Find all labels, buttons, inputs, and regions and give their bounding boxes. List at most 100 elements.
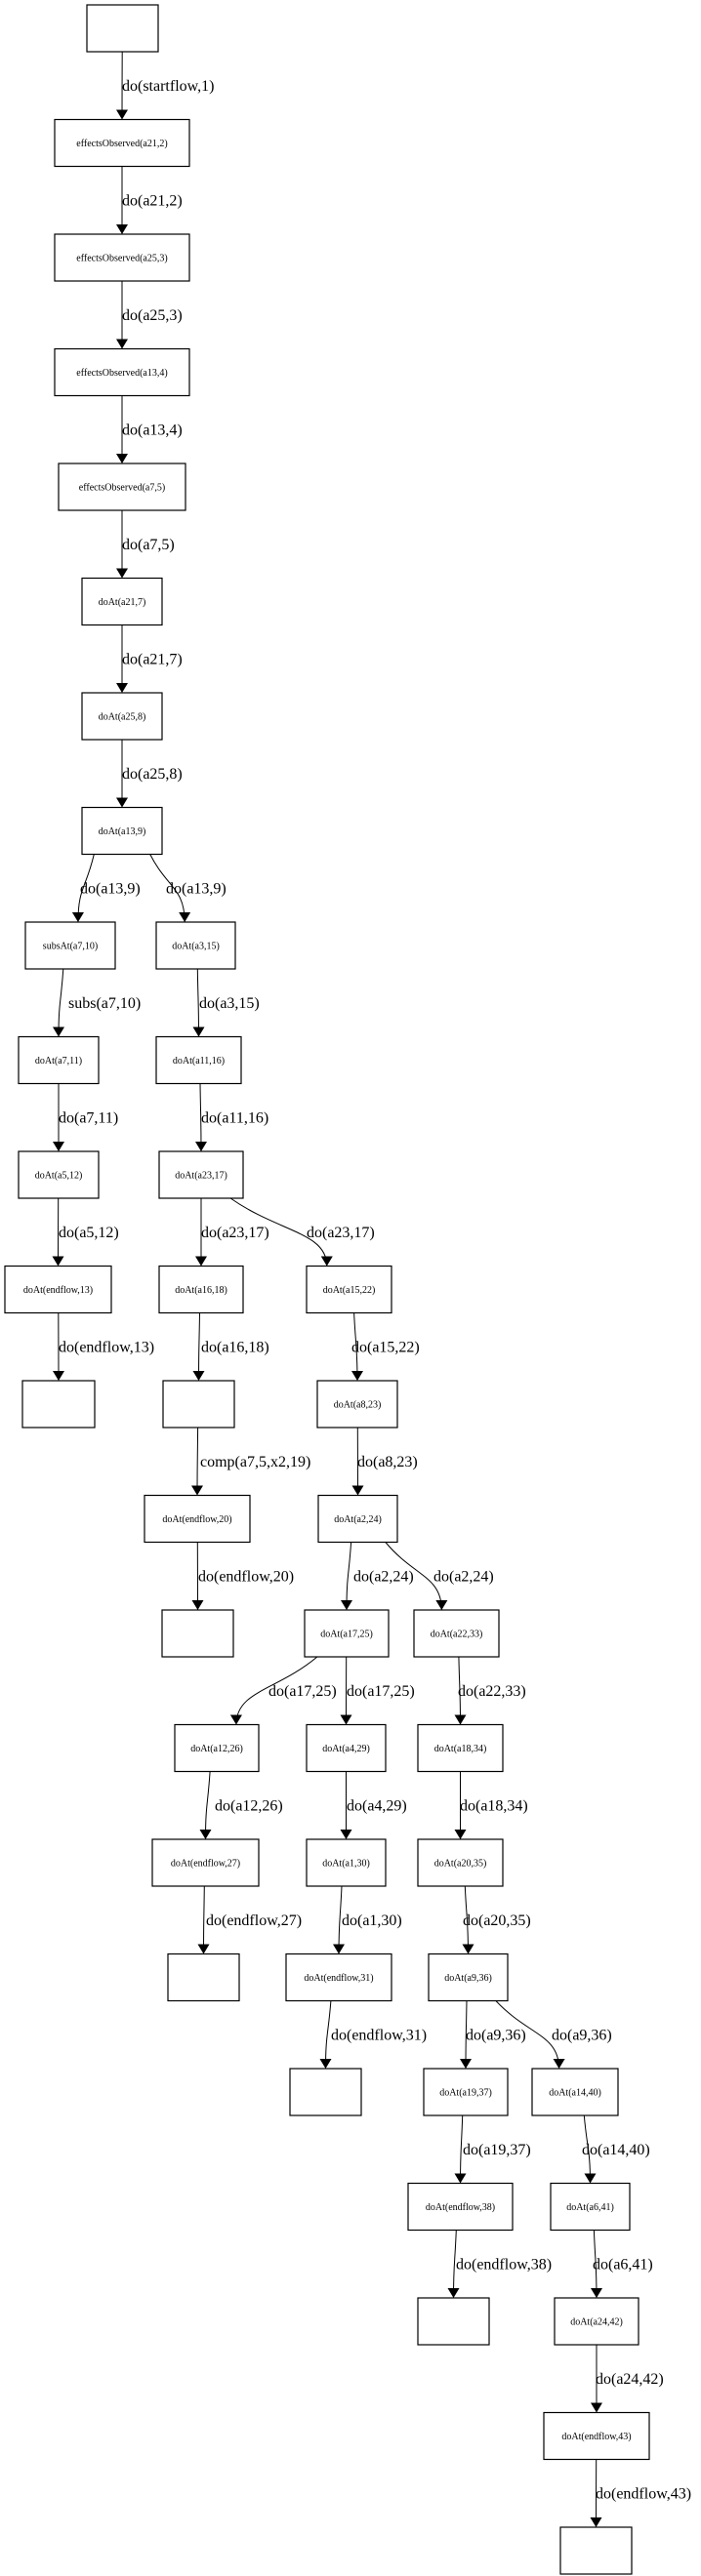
state-node[interactable]: doAt(endflow,27) <box>151 1838 260 1887</box>
edge-arrow <box>53 968 65 1037</box>
node-label: doAt(a12,26) <box>190 1744 243 1754</box>
edge-arrow <box>192 1312 205 1382</box>
edge-arrow <box>460 2000 473 2070</box>
state-node[interactable]: subsAt(a7,10) <box>24 921 116 970</box>
node-box <box>289 2068 362 2116</box>
terminal-node[interactable] <box>417 2297 490 2346</box>
state-node[interactable]: doAt(a5,12) <box>18 1150 100 1199</box>
node-label: doAt(endflow,38) <box>426 2202 495 2213</box>
edge-label: do(a3,15) <box>199 995 260 1012</box>
terminal-node[interactable] <box>162 1380 235 1429</box>
node-label: doAt(a15,22) <box>323 1285 376 1296</box>
edge-label: do(a2,24) <box>353 1569 414 1586</box>
node-box <box>54 233 190 282</box>
state-node[interactable]: doAt(a21,7) <box>81 577 163 626</box>
edge-label: do(a13,4) <box>122 423 183 439</box>
node-box <box>174 1723 260 1773</box>
edge-label: do(a13,9) <box>166 881 227 898</box>
state-node[interactable]: doAt(a19,37) <box>423 2068 509 2116</box>
terminal-node[interactable] <box>21 1380 96 1429</box>
state-node[interactable]: doAt(a1,30) <box>306 1838 387 1887</box>
edges-layer: do(startflow,1)do(a21,2)do(a25,3)do(a13,… <box>52 51 691 2528</box>
state-node[interactable]: doAt(a4,29) <box>306 1723 387 1773</box>
state-node[interactable]: doAt(a9,36) <box>428 1952 509 2002</box>
state-node[interactable]: doAt(a8,23) <box>316 1380 398 1429</box>
state-node[interactable]: doAt(a2,24) <box>317 1494 398 1544</box>
node-box <box>158 1150 244 1199</box>
state-node[interactable]: doAt(endflow,31) <box>285 1952 392 2002</box>
state-node[interactable]: doAt(a22,33) <box>413 1609 500 1658</box>
edge-label: do(a9,36) <box>552 2028 612 2044</box>
edge-arrow <box>583 2114 597 2184</box>
state-node[interactable]: doAt(endflow,38) <box>407 2182 514 2232</box>
edge-label: do(endflow,13) <box>59 1340 154 1356</box>
node-label: doAt(a9,36) <box>444 1973 492 1984</box>
state-node[interactable]: doAt(a12,26) <box>174 1723 260 1773</box>
edge-label: do(a22,33) <box>458 1683 526 1700</box>
edge-label: do(a24,42) <box>596 2371 664 2388</box>
state-node[interactable]: doAt(a23,17) <box>158 1150 244 1199</box>
state-node[interactable]: doAt(a3,15) <box>155 921 236 970</box>
terminal-node[interactable] <box>161 1609 234 1658</box>
node-box <box>407 2182 514 2232</box>
terminal-node[interactable] <box>559 2526 633 2575</box>
state-node[interactable]: doAt(a6,41) <box>550 2182 631 2232</box>
node-box <box>285 1952 392 2002</box>
state-node[interactable]: effectsObserved(a7,5) <box>58 463 186 511</box>
state-node[interactable]: doAt(endflow,20) <box>144 1494 251 1544</box>
edge-label: do(a7,5) <box>122 537 175 553</box>
edge-label: do(a25,3) <box>122 307 183 324</box>
edge-arrow <box>71 854 95 923</box>
node-box <box>155 1035 242 1085</box>
node-label: doAt(endflow,13) <box>23 1285 93 1296</box>
edge-label: do(a6,41) <box>593 2257 653 2274</box>
node-box <box>155 921 236 970</box>
edge-arrow <box>385 1542 448 1611</box>
state-node[interactable]: doAt(a20,35) <box>417 1838 504 1887</box>
terminal-node[interactable] <box>289 2068 362 2116</box>
state-node[interactable]: doAt(endflow,43) <box>543 2411 650 2461</box>
node-box <box>417 1723 504 1773</box>
edge-label: do(a17,25) <box>347 1683 415 1700</box>
edge-label: do(startflow,1) <box>122 78 215 95</box>
node-label: doAt(a13,9) <box>99 826 146 837</box>
state-node[interactable]: effectsObserved(a21,2) <box>54 118 190 168</box>
node-box <box>162 1380 235 1429</box>
state-node[interactable]: doAt(a16,18) <box>158 1265 244 1314</box>
node-label: doAt(a24,42) <box>570 2317 623 2328</box>
edge-label: do(endflow,38) <box>456 2257 552 2274</box>
terminal-node[interactable] <box>86 4 159 53</box>
node-box <box>86 4 159 53</box>
state-node[interactable]: doAt(a13,9) <box>81 806 163 856</box>
node-label: doAt(a5,12) <box>35 1171 83 1182</box>
edge-label: subs(a7,10) <box>68 995 141 1012</box>
edge-label: do(a23,17) <box>307 1225 375 1241</box>
state-node[interactable]: effectsObserved(a25,3) <box>54 233 190 282</box>
state-node[interactable]: doAt(a24,42) <box>554 2297 639 2346</box>
state-node[interactable]: doAt(endflow,13) <box>4 1265 112 1314</box>
terminal-node[interactable] <box>167 1952 240 2002</box>
node-box <box>413 1609 500 1658</box>
node-box <box>81 692 163 741</box>
node-label: doAt(a21,7) <box>99 597 146 608</box>
node-box <box>559 2526 633 2575</box>
node-label: doAt(a3,15) <box>172 942 220 952</box>
node-label: doAt(a22,33) <box>431 1630 483 1640</box>
node-label: doAt(a16,18) <box>175 1285 227 1296</box>
edge-label: do(endflow,27) <box>206 1912 302 1929</box>
state-node[interactable]: doAt(a25,8) <box>81 692 163 741</box>
node-label: effectsObserved(a13,4) <box>76 368 167 379</box>
edge-arrow <box>341 1542 353 1611</box>
node-box <box>24 921 116 970</box>
edge-label: do(a15,22) <box>351 1340 420 1356</box>
edge-label: do(a13,9) <box>80 881 141 898</box>
edge-label: do(a21,7) <box>122 652 183 668</box>
state-node[interactable]: effectsObserved(a13,4) <box>54 347 190 397</box>
state-node[interactable]: doAt(a14,40) <box>531 2068 619 2116</box>
state-node[interactable]: doAt(a7,11) <box>18 1035 100 1085</box>
state-node[interactable]: doAt(a17,25) <box>304 1609 390 1658</box>
state-node[interactable]: doAt(a18,34) <box>417 1723 504 1773</box>
state-node[interactable]: doAt(a15,22) <box>306 1265 392 1314</box>
edge-label: do(a5,12) <box>59 1225 119 1241</box>
state-node[interactable]: doAt(a11,16) <box>155 1035 242 1085</box>
